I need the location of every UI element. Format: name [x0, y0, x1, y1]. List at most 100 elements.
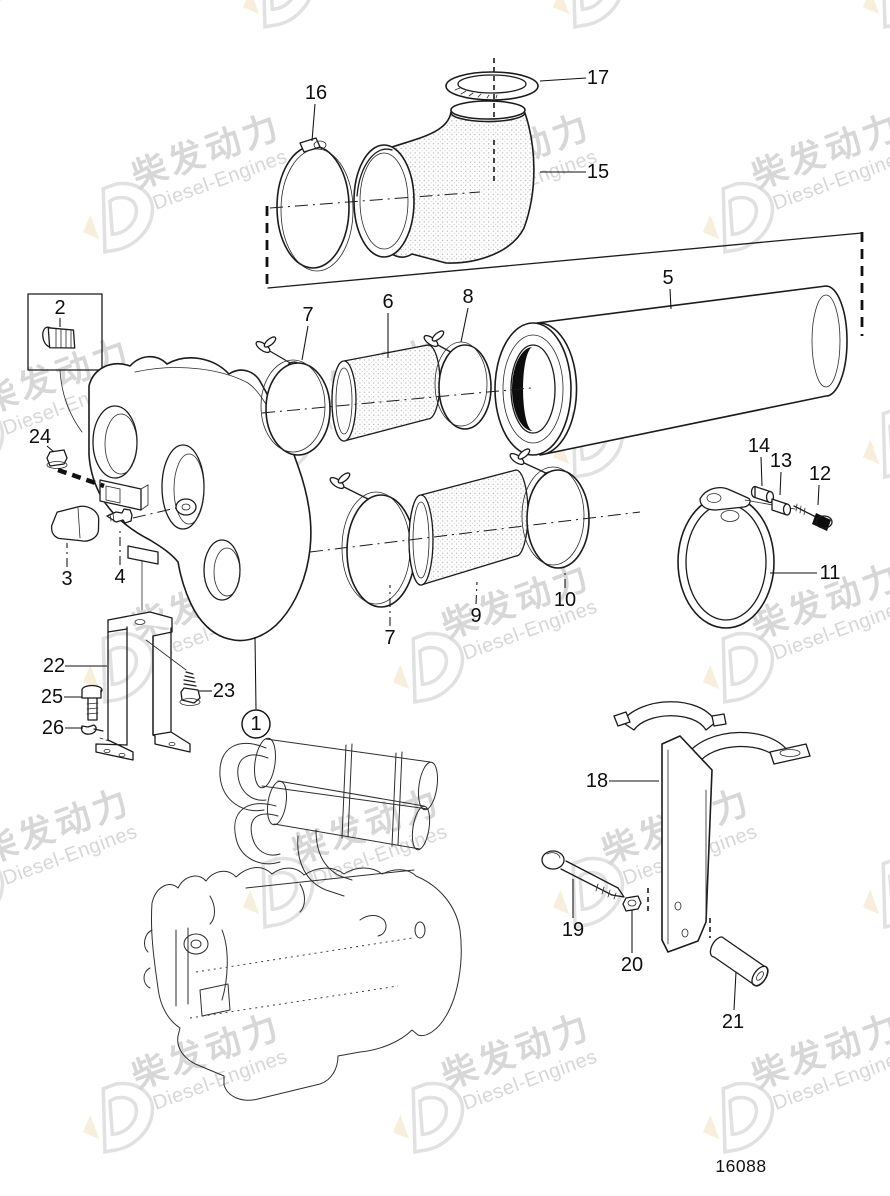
- callout-leader-line: [733, 971, 737, 1011]
- callout-circle: [241, 709, 271, 739]
- part-14-spacer-drawing: [750, 485, 775, 504]
- part-5-air-filter-drawing: [494, 285, 848, 456]
- callout-number: 13: [770, 450, 792, 472]
- part-16-hose-clamp-drawing: [276, 137, 354, 272]
- part-4-fitting-drawing: [106, 507, 177, 524]
- diesel-engines-logo-icon: [101, 631, 155, 704]
- diesel-engines-logo-icon: [101, 181, 155, 254]
- diesel-engines-logo-icon: [0, 0, 5, 29]
- callout-leader-line: [779, 471, 782, 496]
- watermark-accent-shape: [82, 664, 100, 690]
- callout-25: 25: [41, 686, 82, 708]
- watermark-accent-shape: [862, 0, 880, 15]
- callout-leader-line: [46, 445, 55, 453]
- callout-number: 5: [662, 267, 673, 289]
- part-24-nut-drawing: [46, 449, 105, 489]
- callout-number: 12: [809, 463, 831, 485]
- watermark-accent-shape: [862, 439, 880, 465]
- callout-4: 4: [114, 529, 126, 588]
- diesel-engines-logo-icon: [881, 856, 890, 929]
- watermark-accent-shape: [82, 214, 100, 240]
- watermark-accent-shape: [862, 889, 880, 915]
- watermark-accent-shape: [392, 1114, 410, 1140]
- callout-13: 13: [770, 450, 792, 496]
- callout-17: 17: [539, 67, 609, 89]
- callout-number: 17: [587, 67, 609, 89]
- drawing-number: 16088: [715, 1156, 766, 1176]
- diesel-engines-logo-icon: [721, 181, 775, 254]
- callout-number: 24: [29, 426, 51, 448]
- diesel-engines-logo-icon: [571, 856, 625, 929]
- callout-19: 19: [562, 879, 584, 941]
- callout-number: 22: [43, 655, 65, 677]
- watermark-accent-shape: [702, 1114, 720, 1140]
- part-9-hose-drawing: [408, 469, 529, 586]
- diesel-engines-logo-icon: [721, 1081, 775, 1154]
- callout-15: 15: [540, 161, 609, 183]
- watermark-accent-shape: [82, 1114, 100, 1140]
- callout-14: 14: [748, 435, 770, 487]
- diesel-engines-logo-icon: [0, 856, 5, 929]
- part-8-hose-clamp-drawing: [423, 330, 492, 430]
- callout-number: 9: [470, 605, 481, 627]
- callout-leader-line: [817, 484, 820, 506]
- callout-number: 23: [213, 680, 235, 702]
- callout-number: 3: [61, 568, 72, 590]
- part-13-spacer-drawing: [771, 498, 792, 516]
- diesel-engines-logo-icon: [0, 406, 5, 479]
- callout-5: 5: [662, 267, 674, 310]
- center-axes: [261, 191, 641, 553]
- part-20-nut-drawing: [622, 895, 642, 912]
- callout-3: 3: [61, 543, 73, 590]
- part-12-bolt-drawing: [793, 503, 833, 531]
- callout-leader-line: [460, 307, 469, 343]
- reference-frame: [265, 206, 864, 336]
- callout-leader-line: [254, 636, 257, 710]
- callout-number: 11: [820, 562, 841, 584]
- watermark-accent-shape: [552, 889, 570, 915]
- callout-leader-line: [311, 103, 316, 142]
- part-25-bolt-drawing: [81, 684, 103, 721]
- watermark-accent-shape: [392, 664, 410, 690]
- part-18-saddle-bracket-drawing: [613, 701, 811, 953]
- callout-number: 14: [748, 435, 770, 457]
- watermark-accent-shape: [702, 664, 720, 690]
- callout-number: 16: [305, 82, 327, 104]
- callout-6: 6: [382, 291, 394, 358]
- part-10-hose-clamp-drawing: [509, 448, 590, 569]
- callout-leader-line: [301, 325, 309, 361]
- part-2-breather-plug-drawing: [27, 293, 103, 433]
- callout-7: 7: [384, 585, 396, 649]
- callout-23: 23: [199, 680, 235, 702]
- callout-number: 4: [114, 566, 125, 588]
- part-19-bolt-drawing: [541, 850, 625, 900]
- watermark-accent-shape: [242, 0, 260, 15]
- watermark-accent-shape: [552, 0, 570, 15]
- callout-number: 18: [586, 770, 608, 792]
- watermark-accent-shape: [552, 439, 570, 465]
- diesel-engines-logo-icon: [411, 631, 465, 704]
- part-22-mounting-bracket-drawing: [95, 611, 191, 761]
- callout-26: 26: [42, 717, 83, 739]
- part-1-air-cleaner-housing-drawing: [88, 355, 312, 642]
- callout-number: 6: [382, 291, 393, 313]
- diesel-engines-logo-icon: [571, 0, 625, 29]
- callout-number: 8: [462, 286, 473, 308]
- engine-assembly-drawing: [143, 737, 462, 1101]
- callout-number: 1: [250, 713, 261, 735]
- part-15-elbow-hose-drawing: [353, 100, 535, 264]
- diesel-engines-logo-icon: [261, 856, 315, 929]
- callout-number: 25: [41, 686, 63, 708]
- part-11-band-clamp-drawing: [677, 487, 796, 629]
- callout-number: 26: [42, 717, 64, 739]
- callout-number: 21: [722, 1011, 744, 1033]
